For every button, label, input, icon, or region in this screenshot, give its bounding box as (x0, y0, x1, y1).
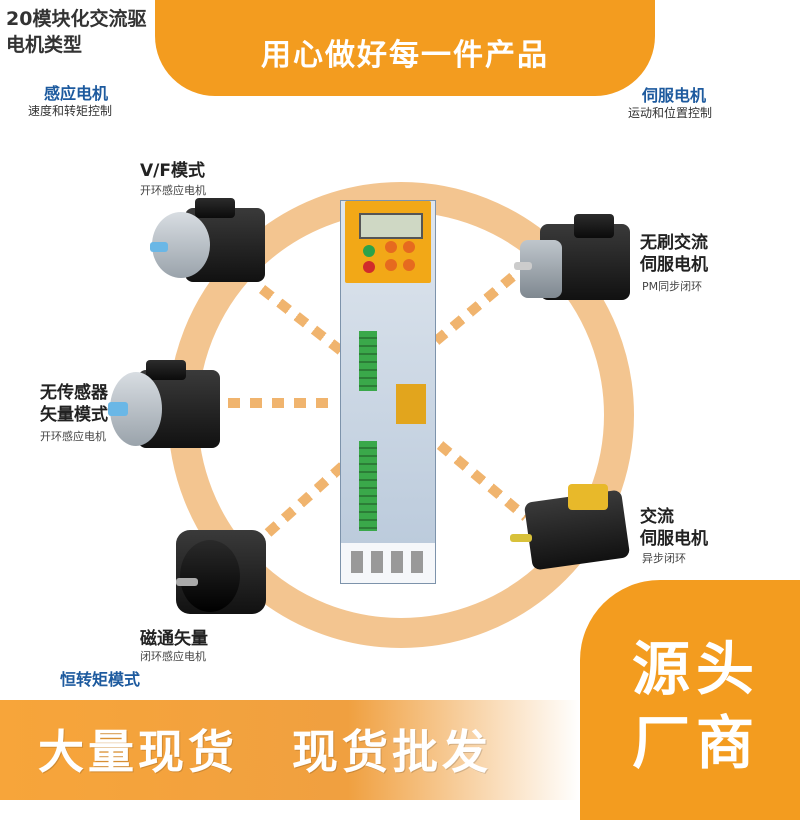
top-banner: 用心做好每一件产品 (155, 0, 655, 96)
source-factory-block: 源头 厂商 (580, 580, 800, 820)
drive-keypad-panel (345, 201, 431, 283)
motor-sensorless-title-2: 矢量模式 (40, 405, 108, 425)
category-induction-title: 感应电机 (44, 84, 109, 103)
drive-label-badge (396, 384, 426, 424)
category-servo-title: 伺服电机 (642, 86, 707, 105)
drive-stop-button (363, 261, 375, 273)
drive-key-2 (403, 241, 415, 253)
header-title-line1: 20模块化交流驱 (6, 8, 147, 30)
drive-key-1 (385, 241, 397, 253)
spoke-sensorless (228, 398, 338, 408)
source-text-line1: 源头 (632, 635, 761, 703)
header-title-line2: 电机类型 (6, 34, 83, 56)
motor-vf-subtitle: 开环感应电机 (140, 184, 206, 197)
category-constant-torque-title: 恒转矩模式 (60, 670, 141, 689)
motor-sensorless-subtitle: 开环感应电机 (40, 430, 106, 443)
motor-brushless-subtitle: PM同步闭环 (642, 280, 703, 293)
motor-ac-servo-title-2: 伺服电机 (640, 529, 708, 549)
promo-text-large-stock: 大量现货 (38, 725, 238, 779)
bottom-promo-band (0, 700, 580, 800)
drive-vent (341, 543, 435, 583)
banner-slogan: 用心做好每一件产品 (261, 38, 549, 73)
drive-terminal-2 (359, 441, 377, 531)
motor-brushless-title-1: 无刷交流 (640, 233, 708, 253)
drive-terminal-1 (359, 331, 377, 391)
motor-flux-subtitle: 闭环感应电机 (140, 650, 206, 663)
motor-sensorless-title-1: 无传感器 (40, 383, 108, 403)
drive-run-button (363, 245, 375, 257)
drive-display (359, 213, 423, 239)
motor-ac-servo-subtitle: 异步闭环 (642, 552, 686, 565)
ac-drive (340, 200, 436, 584)
motor-vf-title: V/F模式 (140, 161, 205, 181)
drive-key-4 (403, 259, 415, 271)
drive-key-3 (385, 259, 397, 271)
category-servo-subtitle: 运动和位置控制 (628, 106, 713, 120)
motor-ac-servo-title-1: 交流 (640, 507, 674, 527)
source-text-line2: 厂商 (632, 709, 761, 777)
motor-flux-title: 磁通矢量 (140, 629, 208, 649)
category-induction-subtitle: 速度和转矩控制 (28, 104, 113, 118)
promo-text-wholesale: 现货批发 (292, 725, 492, 779)
motor-brushless-title-2: 伺服电机 (640, 255, 708, 275)
